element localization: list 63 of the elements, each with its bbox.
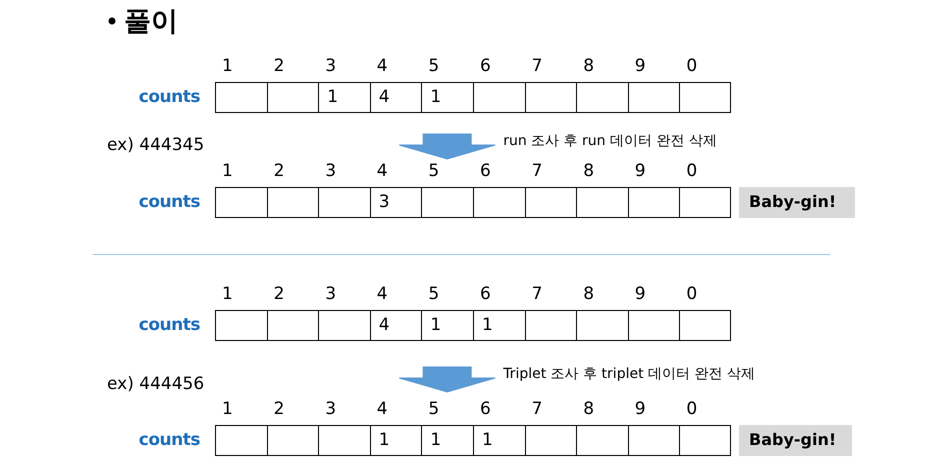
index-number: 5: [428, 284, 440, 304]
index-number: 8: [583, 56, 594, 76]
index-number: 9: [634, 161, 646, 181]
row-label: counts: [138, 429, 200, 452]
index-number: 5: [428, 399, 440, 419]
index-number: 2: [274, 56, 284, 76]
index-number: 9: [634, 284, 646, 304]
index-number: 8: [583, 284, 594, 304]
down-arrow: [398, 134, 496, 160]
index-number: 6: [480, 399, 491, 419]
index-number: 0: [686, 284, 698, 304]
result-tag: Baby-gin!: [739, 425, 852, 456]
example-label: ex) 444456: [107, 374, 204, 394]
index-number: 7: [532, 284, 542, 304]
cell-value: 1: [430, 86, 442, 109]
row-label: counts: [138, 191, 200, 214]
index-number: 2: [274, 399, 284, 419]
index-number: 3: [325, 56, 336, 76]
index-number: 6: [480, 284, 491, 304]
edge-label: run 조사 후 run 데이터 완전 삭제: [503, 132, 717, 150]
index-number: 8: [583, 399, 594, 419]
index-number: 4: [376, 56, 388, 76]
index-number: 1: [222, 56, 233, 76]
index-number: 3: [325, 284, 336, 304]
index-number: 1: [222, 284, 233, 304]
result-tag: Baby-gin!: [739, 187, 855, 218]
down-arrow: [398, 366, 496, 393]
cell-value: 1: [482, 314, 493, 337]
index-number: 8: [583, 161, 594, 181]
index-number: 7: [532, 161, 542, 181]
index-number: 3: [325, 161, 336, 181]
index-number: 9: [634, 399, 646, 419]
index-number: 4: [376, 161, 388, 181]
index-number: 2: [274, 284, 284, 304]
cell-value: 3: [378, 191, 390, 214]
cell-value: 4: [378, 314, 390, 337]
index-number: 1: [222, 161, 233, 181]
index-number: 5: [428, 161, 440, 181]
example-label: ex) 444345: [107, 135, 204, 155]
index-number: 4: [376, 284, 388, 304]
index-number: 0: [686, 399, 698, 419]
index-number: 6: [480, 161, 491, 181]
title: 풀이: [124, 5, 178, 39]
cell-value: 1: [430, 429, 442, 452]
cell-value: 1: [378, 429, 390, 452]
index-number: 0: [686, 56, 698, 76]
row-label: counts: [138, 86, 200, 109]
row-label: counts: [138, 314, 200, 337]
cell-value: 1: [430, 314, 442, 337]
cell-value: 4: [378, 86, 390, 109]
index-number: 7: [532, 56, 542, 76]
cell-value: 1: [482, 429, 493, 452]
index-number: 4: [376, 399, 388, 419]
index-number: 2: [274, 161, 284, 181]
index-number: 7: [532, 399, 542, 419]
index-number: 9: [634, 56, 646, 76]
index-number: 6: [480, 56, 491, 76]
index-number: 0: [686, 161, 698, 181]
cell-value: 1: [327, 86, 338, 109]
index-number: 1: [222, 399, 233, 419]
index-number: 5: [428, 56, 440, 76]
index-number: 3: [325, 399, 336, 419]
edge-label: Triplet 조사 후 triplet 데이터 완전 삭제: [503, 365, 755, 383]
